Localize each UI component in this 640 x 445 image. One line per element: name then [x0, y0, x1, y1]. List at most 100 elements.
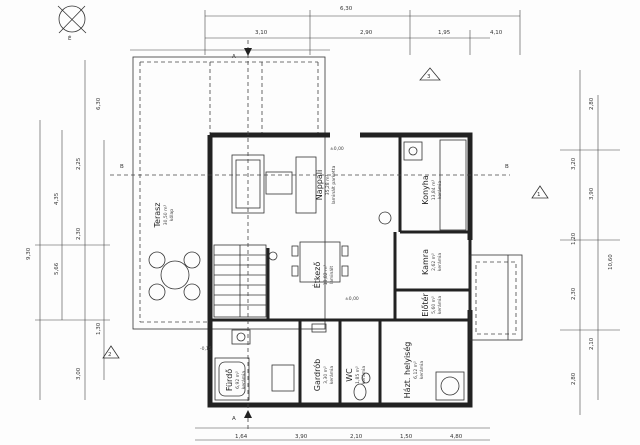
- room-floor: kerámia: [436, 253, 443, 271]
- room-area: 13,84 m²: [431, 180, 437, 201]
- room-floor: laminált parketta: [330, 165, 337, 204]
- level-mark-3: ±0,00: [345, 296, 359, 302]
- staircase: [213, 244, 267, 318]
- left-dim-5: 2,30: [76, 227, 82, 240]
- top-dim-1: 6,30: [340, 6, 353, 12]
- left-dim-2: 5,66: [54, 262, 60, 275]
- section-b-right-label: B: [505, 164, 509, 170]
- room-name: Kamra: [421, 249, 430, 275]
- level-mark-2: -0,15: [200, 346, 212, 352]
- left-dimension-lines: 9,30 5,66 4,35 2,25 2,30 6,30 1,30 3,00: [26, 60, 110, 400]
- marker-1: 3: [427, 74, 431, 80]
- right-dim-1: 10,60: [608, 254, 614, 270]
- room-label-kamra: Kamra 2,62 m² kerámia: [421, 249, 443, 275]
- washbasin: [231, 329, 251, 345]
- room-floor: kerámia: [240, 371, 247, 389]
- top-dimension-lines: 6,30 3,10 2,90 1,95 4,10: [130, 6, 521, 55]
- room-area: 1,85 m²: [355, 366, 361, 384]
- kitchen-counter: [403, 139, 467, 231]
- bottom-dim-3: 2,10: [350, 434, 363, 440]
- right-dim-2: 3,90: [589, 187, 595, 200]
- sofa-set: [231, 154, 392, 225]
- section-line-a: A A: [232, 40, 252, 430]
- room-label-wc: WC 1,85 m² kerámia: [345, 366, 367, 384]
- left-dim-3: 4,35: [54, 192, 60, 205]
- terrace-table: [148, 251, 201, 301]
- room-floor: laminált: [328, 266, 335, 285]
- room-area: 5,60 m²: [431, 296, 437, 314]
- room-label-furdo: Fürdő 6,92 m² kerámia: [225, 369, 247, 391]
- right-dim-8: 2,80: [571, 372, 577, 385]
- room-name: Előtér: [420, 293, 430, 317]
- bottom-dim-5: 4,80: [450, 434, 463, 440]
- left-dim-4: 2,25: [76, 157, 82, 170]
- room-label-gardrob: Gardrób 3,30 m² kerámia: [312, 359, 335, 391]
- left-dim-8: 3,00: [76, 367, 82, 380]
- view-markers: 3 1 2: [102, 67, 549, 359]
- covered-entrance: [469, 254, 523, 341]
- bottom-dimension-lines: 1,64 3,90 2,10 1,50 4,80: [195, 427, 490, 441]
- bathtub: [214, 357, 250, 401]
- level-mark-1: ±0,00: [330, 146, 344, 152]
- section-a-bottom-label: A: [232, 416, 236, 422]
- toilet: [353, 372, 371, 401]
- section-b-left-label: B: [120, 164, 124, 170]
- room-area: 30,50 m²: [163, 205, 169, 226]
- room-name: Fürdő: [225, 369, 234, 391]
- level-marks: ±0,00 -0,15 ±0,00: [200, 146, 359, 352]
- room-label-terasz: Terasz 30,50 m² kőlap: [153, 202, 175, 228]
- room-name: Gardrób: [312, 359, 322, 391]
- top-dim-5: 4,10: [490, 30, 503, 36]
- right-dim-3: 2,80: [589, 97, 595, 110]
- room-area: 6,12 m²: [413, 361, 419, 379]
- room-name: WC: [345, 368, 354, 382]
- top-dim-2: 3,10: [255, 30, 268, 36]
- right-dim-5: 1,20: [571, 232, 577, 245]
- left-dim-1: 9,30: [26, 247, 32, 260]
- bottom-dim-2: 3,90: [295, 434, 308, 440]
- marker-3: 2: [108, 352, 112, 358]
- bottom-dim-4: 1,50: [400, 434, 413, 440]
- room-floor: kerámia: [328, 366, 335, 384]
- room-floor: kerámia: [360, 366, 367, 384]
- room-area: 13,82 m²: [323, 265, 329, 286]
- north-compass-icon: É: [57, 5, 87, 42]
- room-name: Étkező: [311, 262, 322, 289]
- top-dim-3: 2,90: [360, 30, 373, 36]
- utility-appliances: [271, 323, 465, 401]
- compass-label: É: [68, 34, 72, 42]
- right-dimension-lines: 10,60 3,90 2,80 3,20 1,20 2,30 2,10 2,80: [560, 70, 620, 415]
- left-dim-6: 6,30: [96, 97, 102, 110]
- room-floor: kerámia: [436, 181, 443, 199]
- room-label-eloter: Előtér 5,60 m² kerámia: [420, 293, 443, 317]
- room-name: Terasz: [153, 202, 162, 228]
- room-name: Nappali: [315, 170, 324, 200]
- room-name: Házt. helyiség: [402, 342, 412, 399]
- section-line-b: B B: [110, 164, 510, 176]
- room-floor: kerámia: [436, 296, 443, 314]
- room-label-hazt: Házt. helyiség 6,12 m² kerámia: [402, 342, 425, 399]
- section-a-top-label: A: [232, 54, 236, 60]
- room-area: 2,62 m²: [431, 253, 437, 271]
- left-dim-7: 1,30: [96, 322, 102, 335]
- top-dim-4: 1,95: [438, 30, 451, 36]
- terrace-outline: [132, 56, 326, 330]
- dining-table: [268, 241, 349, 283]
- room-label-nappali: Nappali 35,28 m² laminált parketta: [315, 165, 337, 204]
- room-area: 3,30 m²: [323, 366, 329, 384]
- right-dim-4: 3,20: [571, 157, 577, 170]
- room-floor: kerámia: [418, 361, 425, 379]
- room-label-konyha: Konyha 13,84 m² kerámia: [421, 175, 443, 205]
- room-area: 6,92 m²: [235, 371, 241, 389]
- room-name: Konyha: [421, 175, 430, 205]
- room-floor: kőlap: [169, 209, 175, 221]
- right-dim-6: 2,30: [571, 287, 577, 300]
- room-area: 35,28 m²: [325, 175, 331, 196]
- marker-2: 1: [537, 192, 541, 198]
- room-label-etkezo: Étkező 13,82 m² laminált: [311, 262, 335, 289]
- bottom-dim-1: 1,64: [235, 434, 248, 440]
- right-dim-7: 2,10: [589, 337, 595, 350]
- interior-walls: [210, 135, 470, 405]
